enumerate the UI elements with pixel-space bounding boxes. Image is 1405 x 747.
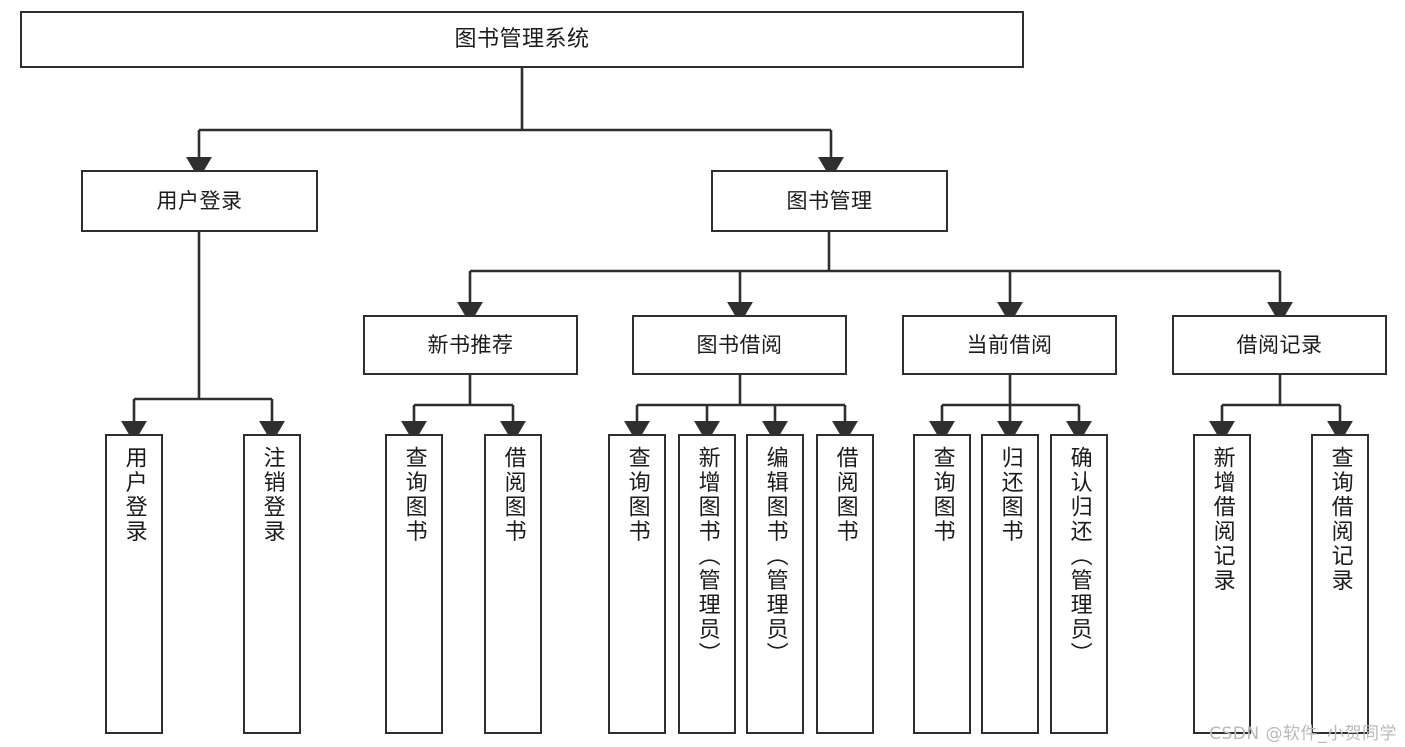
node-borrow-record[interactable]: 借阅记录	[1172, 315, 1387, 375]
leaf-query-record[interactable]: 查询借阅记录	[1311, 434, 1369, 734]
node-book-management-label: 图书管理	[786, 188, 873, 213]
leaf-user-login[interactable]: 用户登录	[105, 434, 163, 734]
node-book-borrow-label: 图书借阅	[696, 332, 783, 357]
node-root-system-label: 图书管理系统	[454, 26, 590, 52]
leaf-query-book-3-label: 查询图书	[929, 446, 955, 544]
leaf-logout-login-label: 注销登录	[259, 446, 285, 544]
leaf-query-book-1[interactable]: 查询图书	[385, 434, 443, 734]
csdn-watermark: CSDN @软件_小贺同学	[1209, 724, 1397, 744]
node-borrow-record-label: 借阅记录	[1236, 332, 1323, 357]
leaf-edit-book[interactable]: 编辑图书（管理员）	[746, 434, 804, 734]
leaf-borrow-book-2-label: 借阅图书	[832, 446, 858, 544]
leaf-add-book-label: 新增图书（管理员）	[694, 446, 720, 667]
leaf-query-book-3[interactable]: 查询图书	[913, 434, 971, 734]
leaf-borrow-book-1[interactable]: 借阅图书	[484, 434, 542, 734]
node-user-login[interactable]: 用户登录	[81, 170, 318, 232]
leaf-edit-book-label: 编辑图书（管理员）	[762, 446, 788, 667]
leaf-query-record-label: 查询借阅记录	[1327, 446, 1353, 593]
node-book-management[interactable]: 图书管理	[711, 170, 948, 232]
leaf-confirm-return-label: 确认归还（管理员）	[1066, 446, 1092, 667]
node-current-borrow[interactable]: 当前借阅	[902, 315, 1117, 375]
leaf-query-book-2-label: 查询图书	[624, 446, 650, 544]
leaf-add-book[interactable]: 新增图书（管理员）	[678, 434, 736, 734]
node-book-borrow[interactable]: 图书借阅	[632, 315, 847, 375]
leaf-borrow-book-2[interactable]: 借阅图书	[816, 434, 874, 734]
leaf-borrow-book-1-label: 借阅图书	[500, 446, 526, 544]
leaf-query-book-2[interactable]: 查询图书	[608, 434, 666, 734]
node-root-system[interactable]: 图书管理系统	[20, 11, 1024, 68]
leaf-query-book-1-label: 查询图书	[401, 446, 427, 544]
leaf-return-book[interactable]: 归还图书	[981, 434, 1039, 734]
node-current-borrow-label: 当前借阅	[966, 332, 1053, 357]
leaf-return-book-label: 归还图书	[997, 446, 1023, 544]
leaf-logout-login[interactable]: 注销登录	[243, 434, 301, 734]
leaf-add-record-label: 新增借阅记录	[1209, 446, 1235, 593]
leaf-user-login-label: 用户登录	[121, 446, 147, 544]
leaf-confirm-return[interactable]: 确认归还（管理员）	[1050, 434, 1108, 734]
leaf-add-record[interactable]: 新增借阅记录	[1193, 434, 1251, 734]
node-new-book-recommend-label: 新书推荐	[427, 332, 514, 357]
node-new-book-recommend[interactable]: 新书推荐	[363, 315, 578, 375]
node-user-login-label: 用户登录	[156, 188, 243, 213]
